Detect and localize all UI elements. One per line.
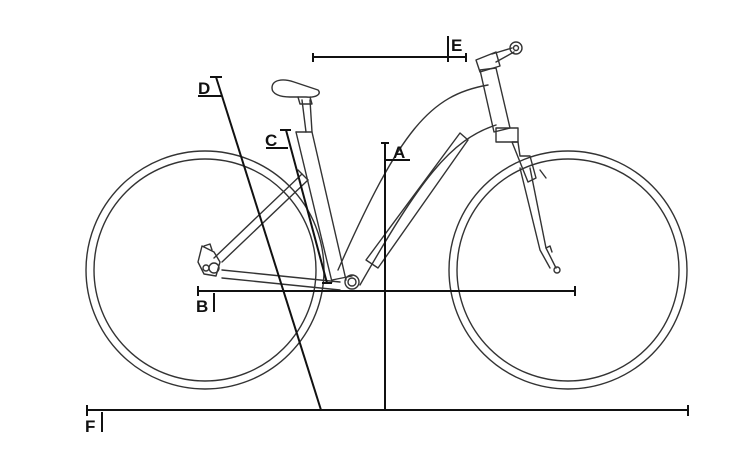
dimension-a-stack <box>381 142 410 410</box>
down-tube <box>337 84 497 286</box>
dimension-c-seat-tube <box>266 129 332 284</box>
measurement-lines <box>86 36 689 432</box>
dimension-f-ground <box>86 405 689 432</box>
rear-dropout <box>197 243 221 277</box>
dimension-b-wheelbase <box>197 286 576 312</box>
head-tube <box>479 67 519 143</box>
front-wheel <box>448 150 688 390</box>
dimension-labels: A B C D E F <box>85 36 462 436</box>
bicycle-illustration <box>85 41 688 390</box>
seat-tube <box>295 99 347 283</box>
dimension-e-reach <box>312 36 467 62</box>
label-c: C <box>265 131 277 150</box>
dimension-d-seat-angle <box>198 76 322 411</box>
bottom-bracket <box>331 274 360 290</box>
stem-handlebar <box>475 41 523 73</box>
label-f: F <box>85 417 95 436</box>
saddle <box>271 79 320 105</box>
label-a: A <box>393 143 405 162</box>
label-b: B <box>196 297 208 316</box>
seat-stays <box>213 169 309 263</box>
label-d: D <box>198 79 210 98</box>
label-e: E <box>451 36 462 55</box>
front-fork <box>511 141 561 274</box>
